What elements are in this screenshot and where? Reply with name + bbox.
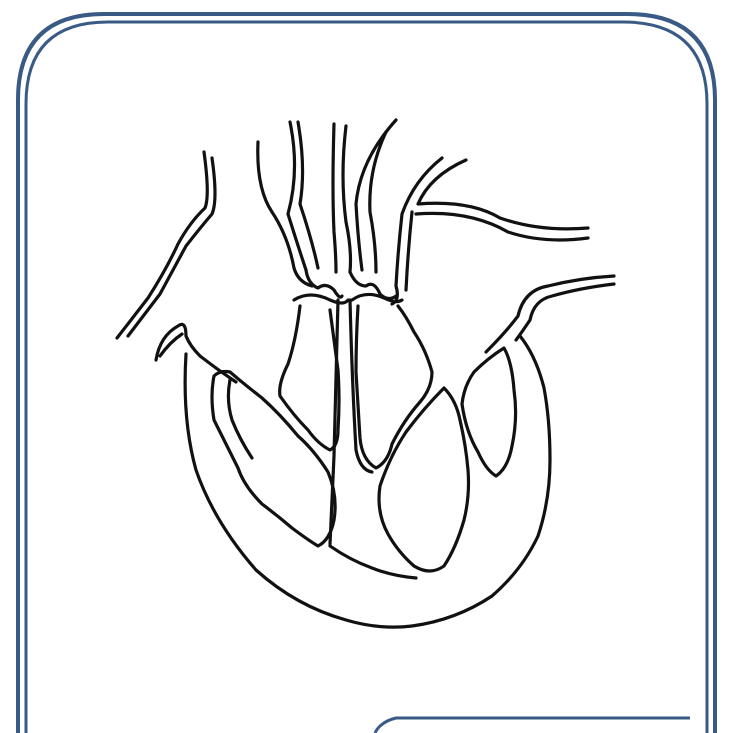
- diagram-frame: [0, 0, 731, 733]
- heart-diagram: [0, 0, 731, 733]
